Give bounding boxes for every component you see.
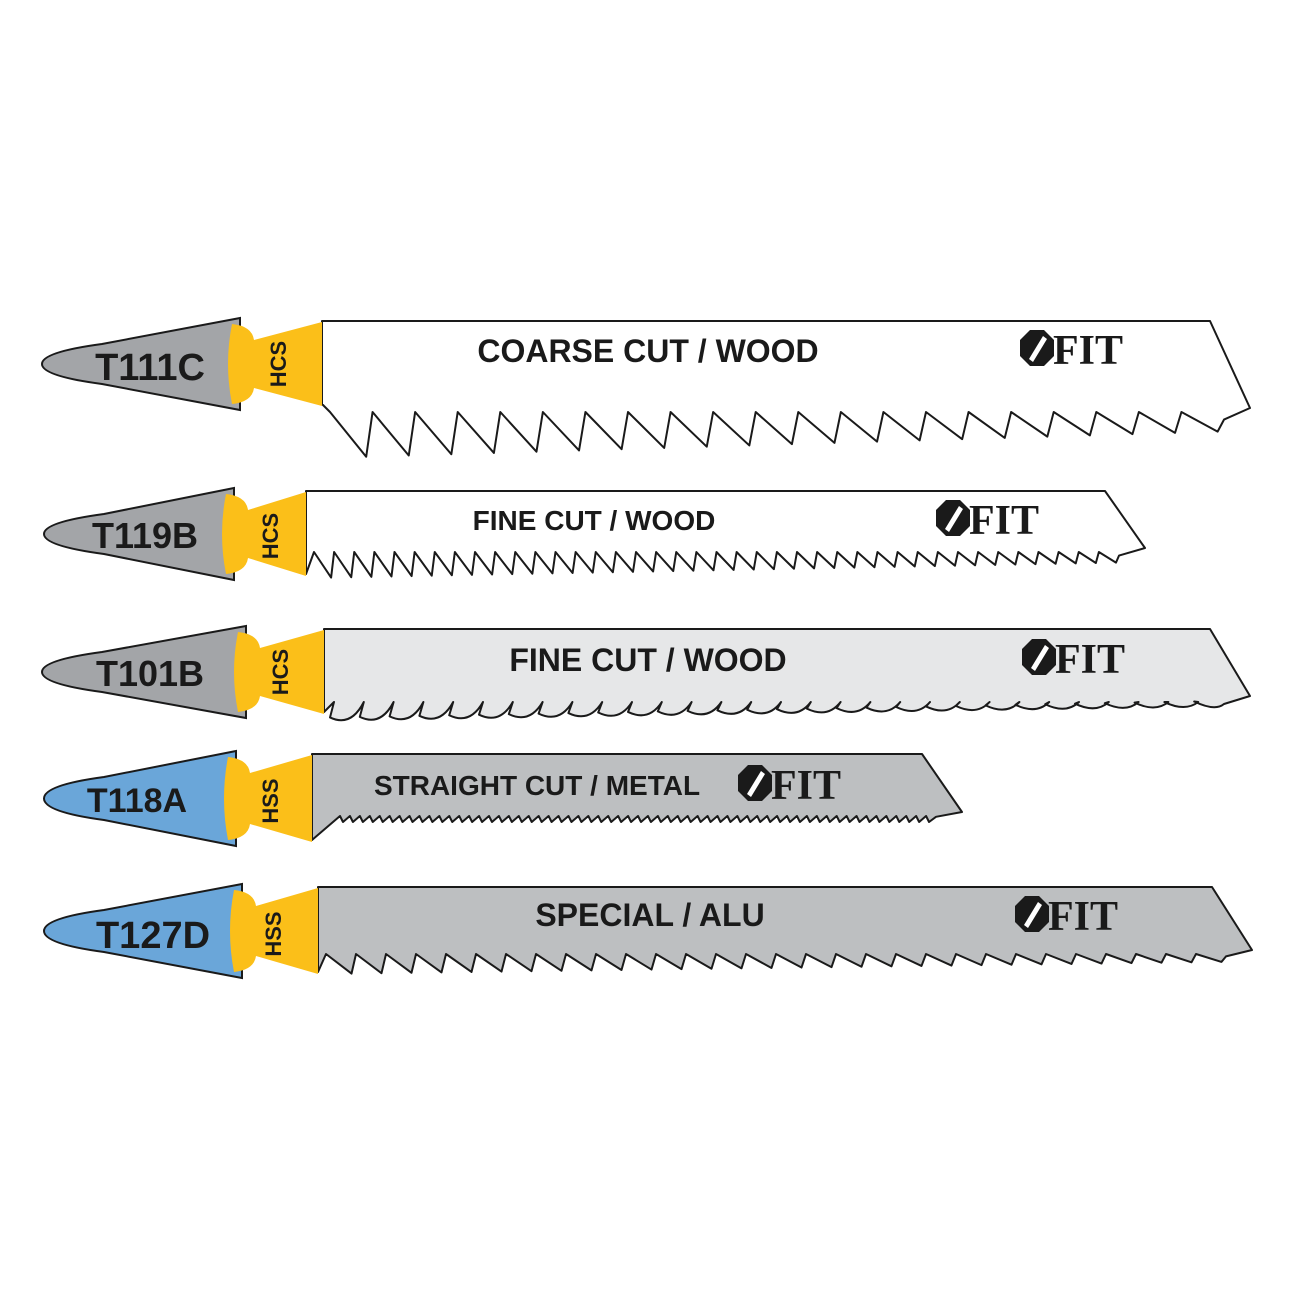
fit-logo-text: FIT [969, 498, 1039, 544]
blade-code: T111C [95, 347, 205, 389]
material-band [228, 322, 322, 406]
blade-body [305, 490, 1146, 579]
blade-shank [42, 749, 237, 848]
blade-shank [40, 316, 241, 412]
fit-logo: FIT [936, 498, 1039, 544]
blade-code: T118A [87, 782, 187, 820]
blade-body [323, 628, 1251, 722]
blade-shank [42, 486, 235, 582]
blade-t101b: T101B HCS FINE CUT / WOOD FIT [40, 624, 1251, 722]
fit-logo-icon [738, 765, 772, 801]
fit-logo: FIT [1015, 894, 1118, 940]
blade-code: T119B [92, 515, 198, 556]
slash-shape [1024, 902, 1042, 928]
fit-logo-text: FIT [1048, 894, 1118, 940]
fit-logo-icon [1015, 896, 1049, 932]
blade-t118a: T118A HSS STRAIGHT CUT / METAL FIT [42, 749, 963, 848]
slash-shape [747, 771, 765, 797]
fit-logo-icon [1022, 639, 1056, 675]
fit-logo-text: FIT [771, 763, 841, 809]
cut-label: FINE CUT / WOOD [509, 642, 786, 678]
slash-shape [1031, 645, 1049, 671]
blade-code: T101B [96, 653, 204, 694]
blade-shank [42, 882, 243, 980]
fit-logo: FIT [738, 763, 841, 809]
material-band [222, 492, 306, 576]
fit-logo-text: FIT [1055, 637, 1125, 683]
blade-shank [40, 624, 247, 720]
material-label: HCS [268, 649, 293, 695]
cut-label: SPECIAL / ALU [535, 897, 764, 933]
material-band [224, 755, 312, 842]
material-band [234, 630, 324, 714]
blade-code: T127D [96, 915, 210, 957]
fit-logo: FIT [1022, 637, 1125, 683]
slash-shape [945, 506, 963, 532]
cut-label: COARSE CUT / WOOD [477, 333, 818, 369]
cut-label: FINE CUT / WOOD [473, 505, 716, 536]
blade-t119b: T119B HCS FINE CUT / WOOD FIT [42, 486, 1146, 582]
cut-label: STRAIGHT CUT / METAL [374, 770, 700, 801]
fit-logo-text: FIT [1053, 328, 1123, 374]
blade-t111c: T111C HCS COARSE CUT / WOOD FIT [40, 316, 1251, 458]
material-label: HCS [258, 513, 283, 559]
material-label: HSS [258, 778, 283, 823]
fit-logo-icon [1020, 330, 1054, 366]
slash-shape [1029, 336, 1047, 362]
material-label: HSS [261, 911, 286, 956]
blade-t127d: T127D HSS SPECIAL / ALU FIT [42, 882, 1253, 980]
blade-body [321, 320, 1251, 458]
material-label: HCS [266, 341, 291, 387]
fit-logo: FIT [1020, 328, 1123, 374]
blade-body [311, 753, 963, 841]
fit-logo-icon [936, 500, 970, 536]
material-band [230, 888, 318, 974]
